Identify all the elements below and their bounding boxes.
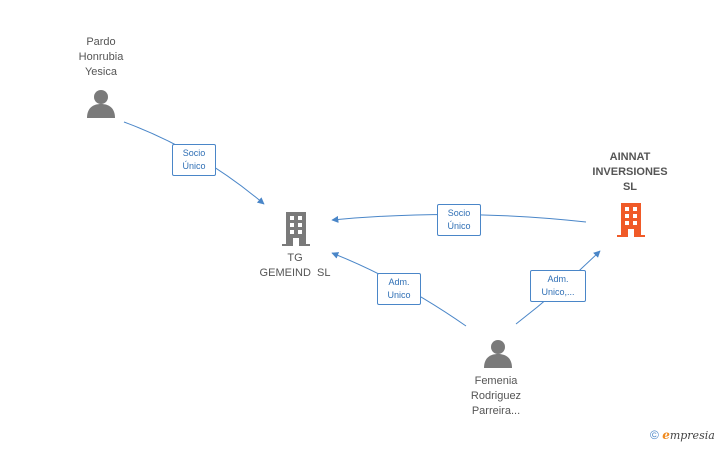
edge-label-socio-unico[interactable]: Socio Único (437, 204, 481, 236)
edge-label-adm-unico[interactable]: Adm. Unico,... (530, 270, 586, 302)
node-label-femenia[interactable]: Femenia Rodriguez Parreira... (470, 375, 522, 417)
edge-label-adm-unico[interactable]: Adm. Unico (377, 273, 421, 305)
edge-label-socio-unico[interactable]: Socio Único (172, 144, 216, 176)
person-icon[interactable] (484, 340, 512, 368)
building-icon-highlight[interactable] (617, 203, 645, 237)
brand-logo-initial: e (662, 428, 670, 442)
empresia-watermark[interactable]: © empresia (650, 428, 715, 442)
node-label-ainnat[interactable]: AINNAT INVERSIONES SL (592, 151, 668, 193)
node-label-tg[interactable]: TG GEMEIND SL (259, 252, 331, 279)
person-icon[interactable] (87, 90, 115, 118)
building-icon[interactable] (282, 212, 310, 246)
copyright-icon: © (650, 428, 659, 442)
node-label-pardo[interactable]: Pardo Honrubia Yesica (78, 36, 124, 78)
brand-logo-text: mpresia (669, 429, 715, 442)
